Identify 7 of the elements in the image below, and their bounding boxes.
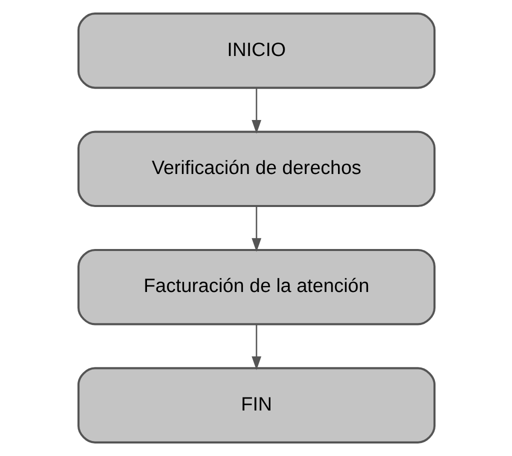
node-box: FIN bbox=[76, 367, 436, 444]
node-box: Verificación de derechos bbox=[76, 130, 436, 208]
arrow bbox=[251, 88, 261, 134]
node-box: Facturación de la atención bbox=[76, 248, 436, 326]
arrow bbox=[251, 324, 261, 370]
arrow bbox=[251, 206, 261, 252]
node-box: INICIO bbox=[76, 12, 436, 89]
